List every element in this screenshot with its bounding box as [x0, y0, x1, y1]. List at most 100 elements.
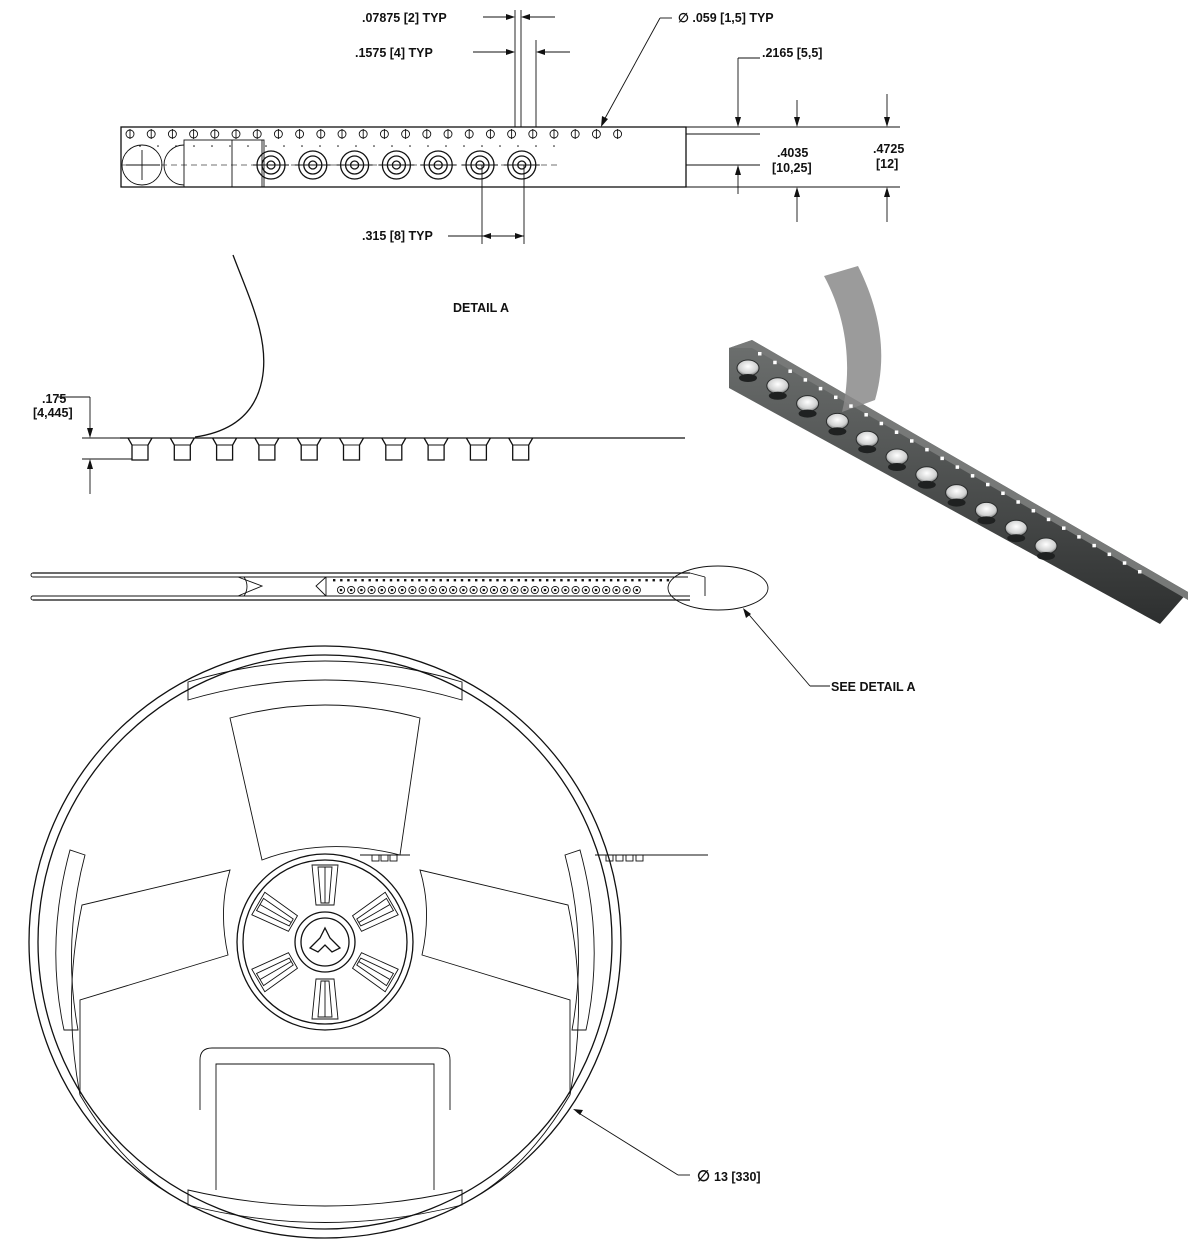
iso-hole: [1016, 500, 1020, 504]
hub-rib-inner: [356, 897, 395, 927]
detail-a-side-view: [120, 254, 685, 461]
leader-hole: [645, 579, 648, 582]
leader-pocket-center: [513, 588, 516, 592]
center-mark: [157, 145, 159, 147]
tape-3d-holes: [758, 352, 1142, 574]
iso-hole: [1001, 491, 1005, 496]
reel-tape-pocket: [380, 854, 389, 862]
leader-hole: [411, 579, 414, 582]
label-hole-spacing: .07875 [2] TYP: [362, 11, 447, 25]
leader-pocket-center: [400, 588, 404, 592]
leader-pocket: [377, 585, 386, 595]
leader-pocket: [408, 585, 417, 595]
leader-pocket-center: [370, 588, 373, 592]
leader-pocket: [489, 585, 499, 595]
leader-pocket: [632, 585, 641, 595]
leader-pocket: [387, 585, 397, 595]
label-hole-diameter: ∅ .059 [1,5] TYP: [678, 11, 774, 25]
leader-pocket-center: [564, 588, 567, 592]
pocket-profile: [423, 437, 449, 461]
iso-pocket: [945, 484, 969, 502]
dimension-pocket-center: .4035 [10,25]: [686, 100, 900, 222]
pocket-profile: [465, 437, 491, 461]
leader-pocket-center: [472, 588, 475, 592]
leader-hole: [588, 579, 591, 582]
reel-tape-pocket: [371, 854, 380, 862]
pocket-profile: [169, 437, 195, 461]
leader-pocket-center: [421, 588, 424, 592]
leader-hole: [531, 579, 535, 582]
leader-pocket-center: [543, 588, 547, 592]
iso-pocket-base: [1007, 534, 1026, 543]
hub-rib-center: [358, 904, 391, 923]
iso-hole: [894, 430, 899, 434]
leader-hole: [354, 579, 357, 582]
hub-rib-center: [358, 961, 391, 980]
leader-hole: [396, 579, 400, 582]
hub-rib: [311, 864, 339, 906]
leader-pocket-center: [492, 588, 496, 592]
iso-hole: [955, 465, 960, 469]
hub-rib-inner: [317, 866, 333, 904]
iso-pocket-base: [828, 427, 847, 436]
center-mark: [391, 145, 393, 147]
label-tape-width-mm: [12]: [876, 157, 898, 171]
leader-pocket: [602, 585, 611, 595]
iso-pocket-base: [739, 374, 757, 382]
iso-hole: [925, 447, 929, 452]
center-mark: [283, 145, 285, 147]
label-pocket-center-in: .4035: [777, 146, 808, 160]
leader-pocket-center: [411, 588, 414, 592]
hub-rib: [351, 891, 399, 932]
leader-hole: [460, 579, 464, 582]
leader-pocket: [347, 585, 356, 595]
leader-pocket: [530, 585, 539, 595]
iso-pocket: [825, 412, 849, 430]
leader-hole: [347, 579, 350, 582]
label-hole-edge: .2165 [5,5]: [762, 46, 822, 60]
leader-hole: [510, 579, 513, 582]
label-pocket-depth-mm: [4,445]: [33, 406, 73, 420]
hub-rib-inner: [317, 980, 333, 1018]
iso-hole: [1062, 526, 1066, 530]
iso-hole: [849, 404, 853, 408]
reel-tape-pocket: [615, 854, 624, 862]
center-mark: [427, 145, 429, 147]
iso-pocket: [855, 430, 879, 448]
iso-hole: [970, 474, 975, 478]
reel-tape-pocket: [389, 854, 398, 862]
center-mark: [193, 145, 195, 147]
leader-pocket: [540, 585, 550, 595]
reel-hub-ribs: [251, 864, 399, 1020]
leader-hole: [524, 579, 528, 582]
iso-pocket: [885, 448, 909, 466]
leader-pocket-center: [349, 588, 353, 592]
leader-pocket-center: [339, 588, 343, 592]
leader-pocket: [438, 585, 448, 595]
leader-hole: [560, 579, 563, 582]
leader-hole: [538, 579, 542, 582]
dimension-hole-edge: .2165 [5,5]: [686, 46, 900, 194]
leader-hole: [467, 579, 471, 582]
center-mark: [319, 145, 321, 147]
leader-pocket: [510, 585, 519, 595]
leader-pocket: [357, 585, 366, 595]
iso-hole: [834, 395, 838, 400]
leader-hole: [446, 579, 449, 582]
iso-pocket: [1034, 537, 1058, 555]
center-mark: [139, 145, 141, 147]
leader-hole: [475, 579, 478, 582]
pocket-profile: [212, 437, 238, 461]
iso-hole: [1046, 517, 1051, 522]
leader-hole: [404, 579, 407, 582]
iso-pocket-base: [947, 498, 966, 507]
leader-pocket: [581, 585, 590, 595]
pocket-profile: [127, 437, 153, 461]
hub-rib-outline: [251, 891, 299, 932]
leader-hole: [609, 579, 613, 582]
leader-pocket: [428, 585, 437, 595]
leader-pocket-center: [451, 588, 455, 592]
tape-3d-pockets: [736, 359, 1058, 560]
leader-hole: [496, 579, 499, 582]
